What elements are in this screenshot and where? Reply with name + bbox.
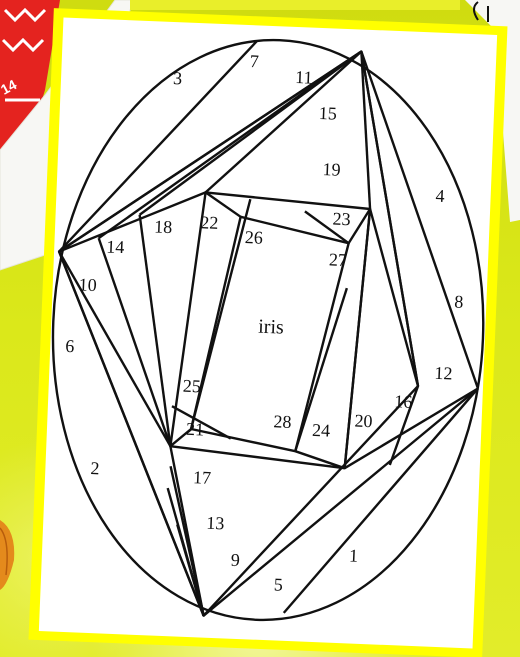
segment-label: 13 xyxy=(206,513,225,534)
segment-label: 20 xyxy=(354,411,373,432)
segment-label: 17 xyxy=(193,467,212,488)
segment-label: 10 xyxy=(78,274,97,295)
segment-label: 6 xyxy=(65,336,75,356)
segment-label: 7 xyxy=(249,51,259,71)
iris-pattern-card: 3 7 11 15 19 23 27 4 8 12 16 20 24 28 18… xyxy=(29,8,508,657)
segment-label: 24 xyxy=(312,420,331,441)
segment-label: 9 xyxy=(230,550,240,570)
leaf-decoration xyxy=(0,520,14,590)
center-label: iris xyxy=(258,316,285,339)
segment-label: 11 xyxy=(295,67,313,88)
segment-label: 21 xyxy=(186,419,205,440)
segment-label: 2 xyxy=(90,458,100,478)
segment-label: 28 xyxy=(273,411,292,432)
segment-label: 4 xyxy=(435,186,445,206)
segment-label: 16 xyxy=(394,391,413,412)
segment-label: 22 xyxy=(200,212,219,233)
background-strip xyxy=(130,0,460,10)
segment-label: 12 xyxy=(434,363,453,384)
segment-label: 5 xyxy=(274,574,284,594)
segment-label: 19 xyxy=(322,159,341,180)
segment-label: 3 xyxy=(173,68,183,88)
segment-label: 14 xyxy=(106,236,125,257)
segment-label: 27 xyxy=(329,249,348,270)
segment-label: 1 xyxy=(349,545,359,565)
segment-label: 18 xyxy=(154,216,173,237)
segment-label: 8 xyxy=(454,291,464,311)
segment-label: 25 xyxy=(182,376,201,397)
segment-label: 26 xyxy=(244,227,263,248)
segment-label: 23 xyxy=(332,209,351,230)
segment-label: 15 xyxy=(318,103,337,124)
